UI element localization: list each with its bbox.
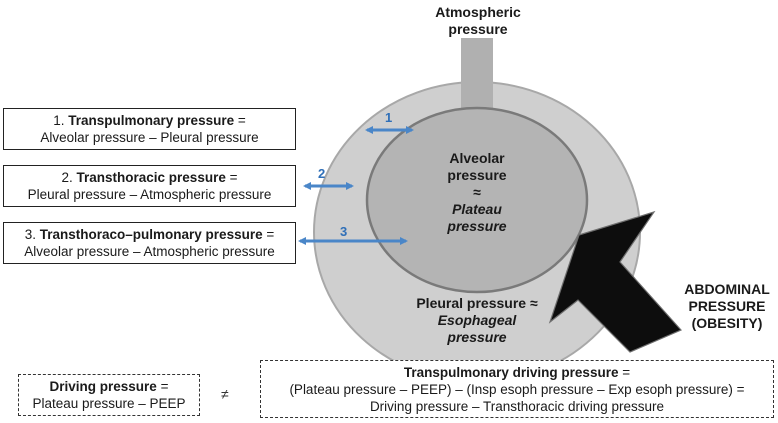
transpulmonary-pressure-box: 1. Transpulmonary pressure = Alveolar pr… xyxy=(3,108,296,150)
lung xyxy=(365,106,589,294)
driving-pressure-box: Driving pressure = Plateau pressure – PE… xyxy=(18,374,200,416)
transpulmonary-driving-pressure-box: Transpulmonary driving pressure = (Plate… xyxy=(260,360,774,418)
arrow-label-3: 3 xyxy=(340,224,348,239)
transthoraco-pulmonary-pressure-box: 3. Transthoraco–pulmonary pressure = Alv… xyxy=(3,222,296,264)
transthoracic-pressure-box: 2. Transthoracic pressure = Pleural pres… xyxy=(3,165,296,207)
abdominal-pressure-label: ABDOMINAL PRESSURE (OBESITY) xyxy=(684,281,770,331)
atmospheric-pressure-label: Atmospheric pressure xyxy=(435,4,521,37)
not-equal-sign: ≠ xyxy=(221,386,229,402)
arrow-label-1: 1 xyxy=(385,110,393,125)
arrow-label-2: 2 xyxy=(318,166,326,181)
pleural-pressure-label: Pleural pressure ≈ Esophageal pressure xyxy=(416,295,538,345)
abdominal-pressure-arrow xyxy=(548,210,683,353)
alveolar-pressure-label: Alveolar pressure ≈ Plateau pressure xyxy=(447,150,507,234)
